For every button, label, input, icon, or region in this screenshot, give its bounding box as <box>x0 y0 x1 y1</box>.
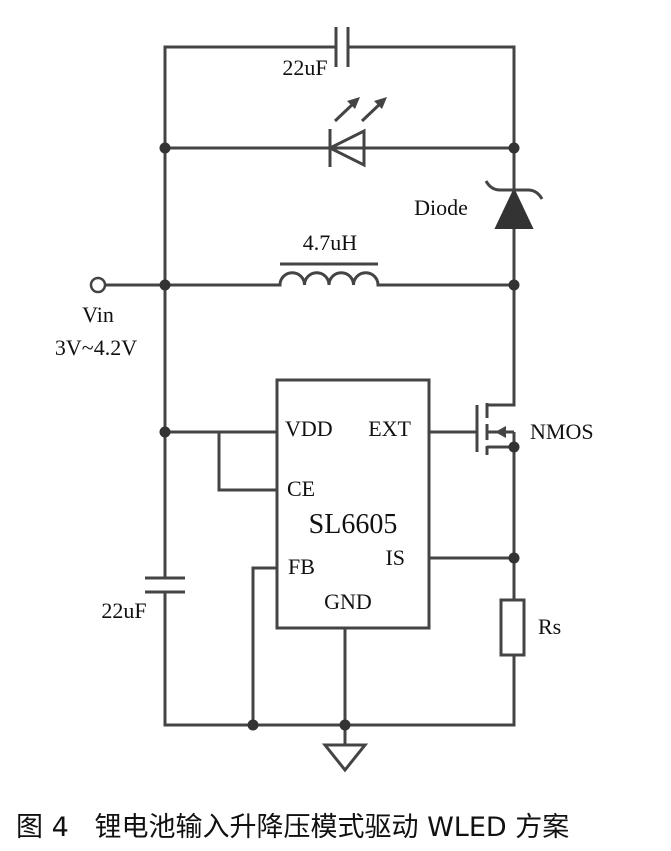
led <box>326 97 387 168</box>
label-vin-range: 3V~4.2V <box>55 335 137 360</box>
inductor <box>278 262 380 286</box>
label-cap-top: 22uF <box>282 55 327 80</box>
pin-ce: CE <box>287 476 315 501</box>
label-rs: Rs <box>538 614 561 639</box>
wires <box>98 45 516 747</box>
pin-ext: EXT <box>368 416 411 441</box>
label-cap-bottom: 22uF <box>101 598 146 623</box>
pin-gnd: GND <box>324 589 372 614</box>
vin-terminal <box>89 276 107 294</box>
capacitor-bottom <box>145 576 185 594</box>
ic-sl6605 <box>275 378 431 630</box>
resistor-rs <box>499 598 526 657</box>
capacitor-top <box>334 27 350 67</box>
label-diode: Diode <box>414 195 468 220</box>
nmos-transistor <box>475 403 516 455</box>
ic-name: SL6605 <box>309 509 398 540</box>
figure-caption: 图 4 锂电池输入升降压模式驱动 WLED 方案 <box>16 812 569 843</box>
pin-fb: FB <box>288 554 315 579</box>
diode <box>484 180 544 229</box>
ground-symbol <box>321 743 369 773</box>
label-vin: Vin <box>82 302 114 327</box>
pin-is: IS <box>385 545 405 570</box>
junction-dots <box>159 142 520 731</box>
label-nmos: NMOS <box>530 419 594 444</box>
pin-vdd: VDD <box>285 416 333 441</box>
label-inductor: 4.7uH <box>303 230 358 255</box>
